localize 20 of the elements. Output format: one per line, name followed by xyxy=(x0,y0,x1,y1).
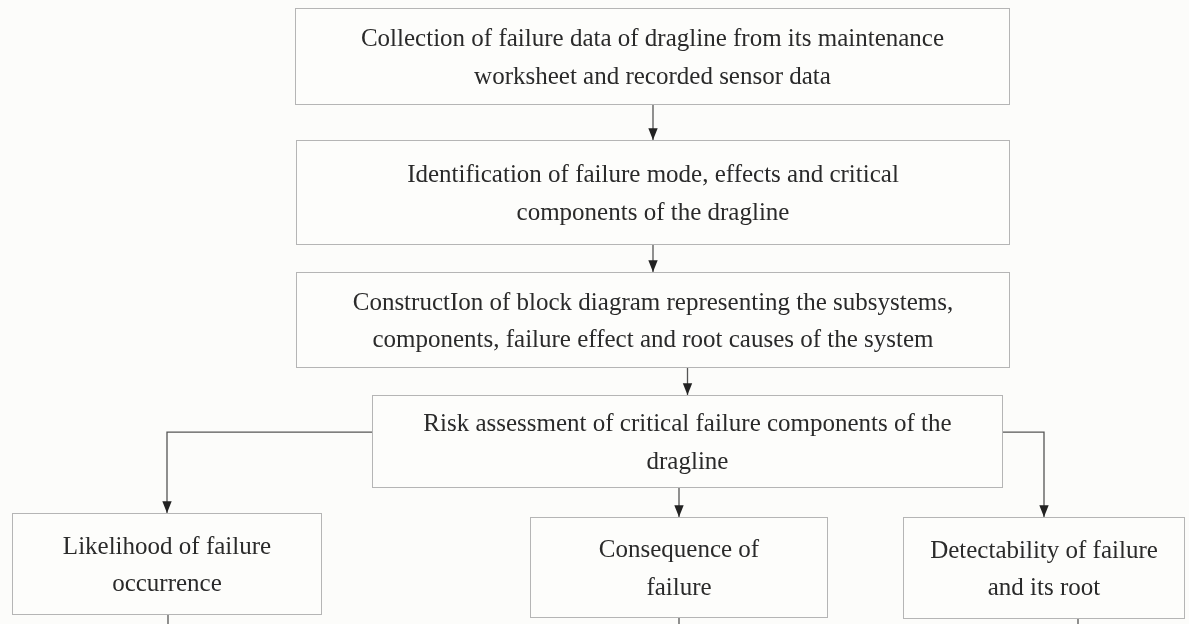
process-box xyxy=(296,272,1010,368)
box-text: Detectability of failure and its root xyxy=(929,534,1159,602)
box-text: Likelihood of failure occurrence xyxy=(61,530,273,598)
arrow xyxy=(648,104,658,141)
arrow xyxy=(648,244,658,273)
box-text: Consequence of failure xyxy=(597,534,761,602)
process-box xyxy=(295,8,1010,105)
arrow xyxy=(682,367,693,396)
process-box xyxy=(530,517,828,618)
process-box xyxy=(372,395,1003,488)
box-text: Risk assessment of critical failure components of the dragline xyxy=(422,408,953,476)
box-text: Identification of failure mode, effects and critical components of the dragline xyxy=(406,159,900,227)
arrow xyxy=(1002,431,1049,518)
box-text: Collection of failure data of dragline from its maintenance worksheet and recorded sensor data xyxy=(359,23,946,91)
arrow xyxy=(674,487,684,518)
process-box xyxy=(12,513,322,615)
arrow xyxy=(162,431,373,514)
process-box xyxy=(296,140,1010,245)
process-box xyxy=(903,517,1185,619)
box-text: ConstructIon of block diagram representing the subsystems, components, failure effect and root causes of the system xyxy=(351,286,955,354)
